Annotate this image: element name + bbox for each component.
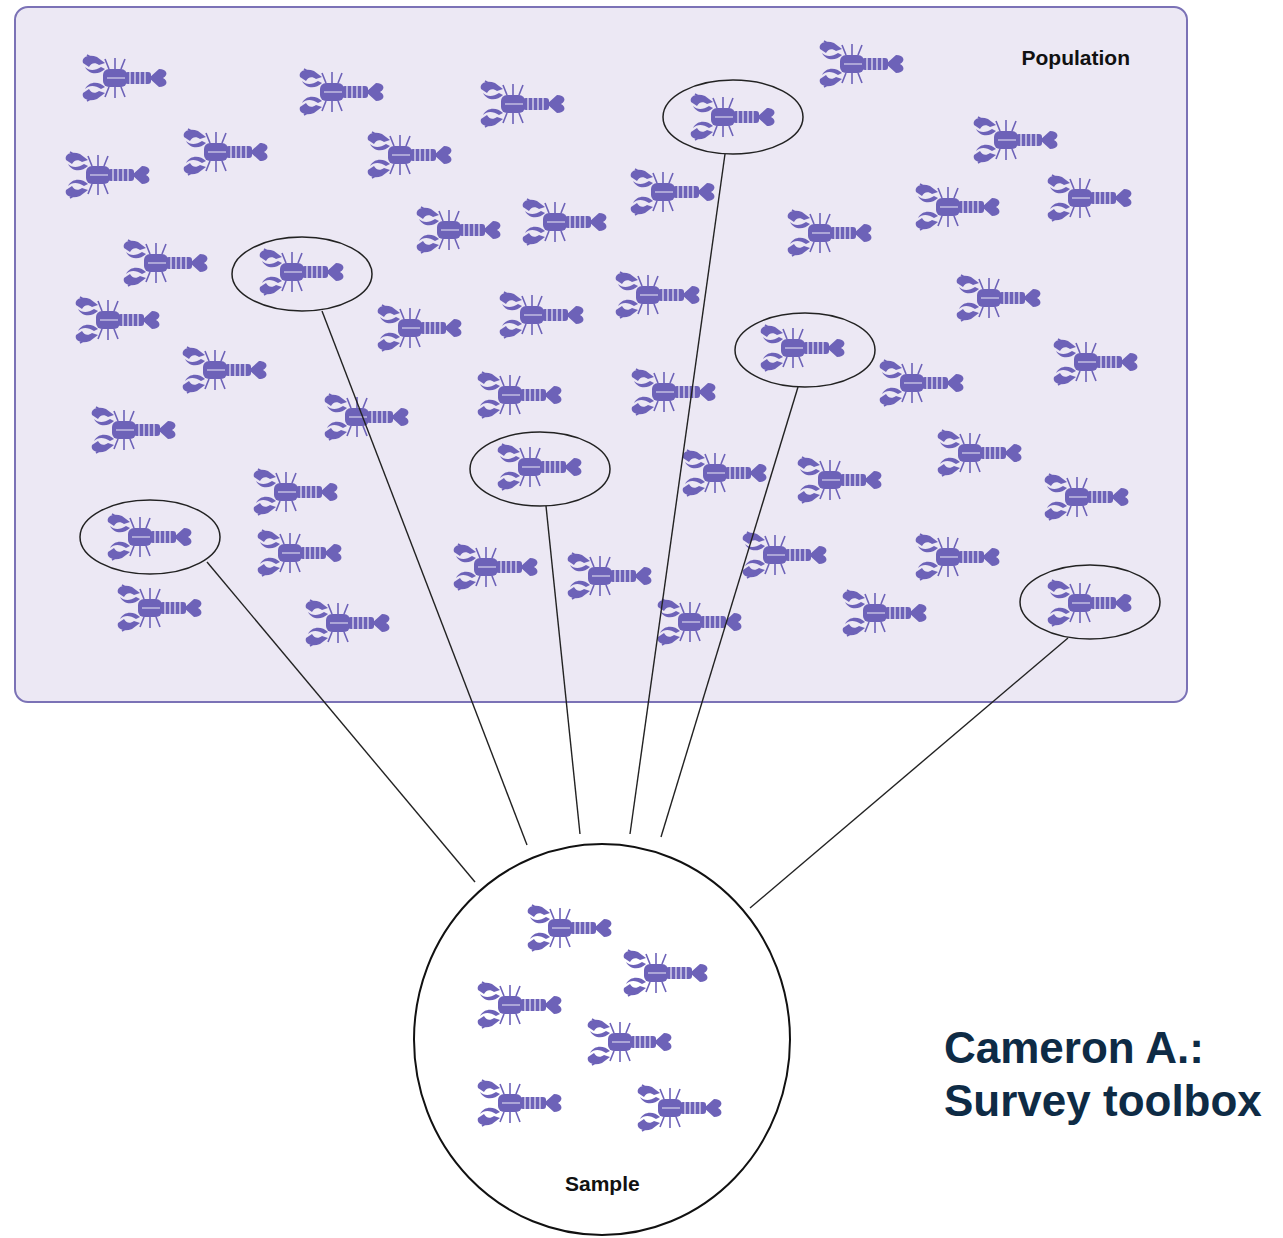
node-label: Population [1022,46,1131,70]
sample-circle: Sample [412,842,792,1237]
node-label: Sample [565,1172,640,1196]
citation-note: Cameron A.: Survey toolbox [944,1022,1276,1128]
